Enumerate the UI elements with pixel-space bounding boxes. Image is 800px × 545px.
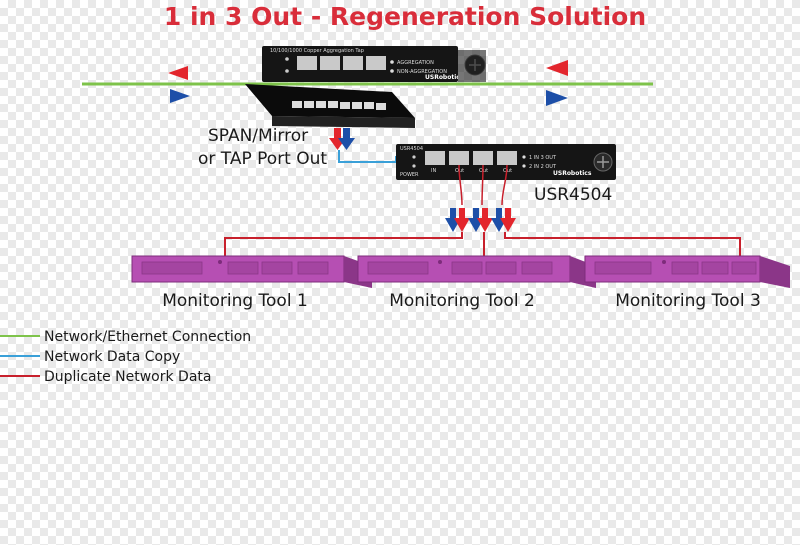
tap-port <box>297 56 317 70</box>
arrow-down-blue-icon <box>468 208 484 232</box>
arrow-down-red-icon <box>454 208 470 232</box>
usr4504-device: USR4504 IN Out Out Out POWER 1 IN 3 OUT … <box>396 144 616 180</box>
switch-port <box>292 101 302 108</box>
cross-icon <box>597 156 609 168</box>
device-power-label: POWER <box>400 172 419 178</box>
arrow-down-blue-icon <box>338 128 355 150</box>
device-name: USR4504 <box>534 185 612 205</box>
tap-small-label: 10/100/1000 Copper Aggregation Tap <box>270 48 364 54</box>
tap-port <box>366 56 386 70</box>
legend-item-duplicate: Duplicate Network Data <box>44 369 211 385</box>
monitoring-tool-2 <box>357 255 596 288</box>
tap-brand: USRobotics <box>425 74 464 81</box>
duplicate-cable <box>458 164 463 206</box>
arrow-right-blue-icon <box>170 89 190 103</box>
tap-led-non-aggregation: NON-AGGREGATION <box>397 69 447 75</box>
arrow-down-red-icon <box>500 208 516 232</box>
arrow-down-blue-icon <box>491 208 507 232</box>
device-port-out <box>449 151 469 165</box>
arrow-down-red-icon <box>477 208 493 232</box>
tap-led-aggregation: AGGREGATION <box>397 60 434 66</box>
switch-port <box>304 101 314 108</box>
span-label-line2: or TAP Port Out <box>198 149 327 169</box>
tap-port <box>343 56 363 70</box>
legend-item-network: Network/Ethernet Connection <box>44 329 251 345</box>
monitoring-tool-3 <box>584 255 790 288</box>
tap-port <box>320 56 340 70</box>
duplicate-cable <box>501 164 508 206</box>
device-port-in-label: IN <box>431 168 436 174</box>
network-switch <box>245 84 415 128</box>
device-led-1: 1 IN 3 OUT <box>529 155 557 161</box>
legend-item-copy: Network Data Copy <box>44 349 180 365</box>
arrow-left-red-icon <box>546 60 568 76</box>
device-port-out3-label: Out <box>503 168 512 174</box>
device-port-out <box>497 151 517 165</box>
span-label-line1: SPAN/Mirror <box>208 126 308 146</box>
duplicate-cable <box>481 164 484 206</box>
arrow-right-blue-icon <box>546 90 568 106</box>
device-brand: USRobotics <box>553 170 592 177</box>
duplicate-line-tool-1 <box>224 232 463 256</box>
aggregation-tap-device: 10/100/1000 Copper Aggregation Tap AGGRE… <box>262 46 486 82</box>
switch-port <box>352 102 362 109</box>
duplicate-line-tool-3 <box>504 232 741 256</box>
arrow-left-red-icon <box>168 66 188 80</box>
device-small-label: USR4504 <box>400 146 423 152</box>
switch-port <box>376 103 386 110</box>
switch-port <box>328 101 338 108</box>
arrow-down-red-icon <box>329 128 346 150</box>
tool-label-3: Monitoring Tool 3 <box>615 291 761 311</box>
output-arrows <box>445 208 516 232</box>
device-port-in <box>425 151 445 165</box>
switch-port <box>316 101 326 108</box>
monitoring-tool-1 <box>131 255 372 288</box>
tool-label-1: Monitoring Tool 1 <box>162 291 308 311</box>
switch-port <box>364 102 374 109</box>
device-led-2: 2 IN 2 OUT <box>529 164 557 170</box>
switch-port <box>340 102 350 109</box>
diagram-title: 1 in 3 Out - Regeneration Solution <box>164 2 646 31</box>
arrow-down-blue-icon <box>445 208 461 232</box>
legend: Network/Ethernet Connection Network Data… <box>0 329 251 385</box>
tool-label-2: Monitoring Tool 2 <box>389 291 535 311</box>
device-port-out <box>473 151 493 165</box>
